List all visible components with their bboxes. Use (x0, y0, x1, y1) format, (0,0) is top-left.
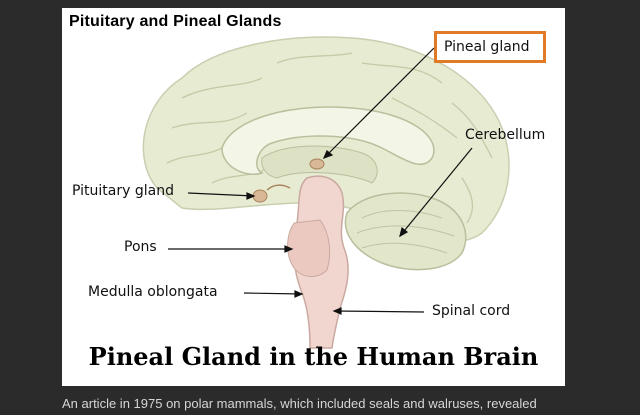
article-text: An article in 1975 on polar mammals, whi… (62, 396, 537, 411)
brain-diagram (142, 36, 510, 349)
pituitary-stalk (266, 184, 291, 191)
label-pons: Pons (124, 239, 157, 255)
label-spinal-cord: Spinal cord (432, 303, 511, 319)
pineal-gland-highlight-box: Pineal gland (434, 31, 546, 63)
leader-lines (168, 47, 473, 315)
pons-bulge (287, 219, 331, 277)
label-cerebellum: Cerebellum (465, 127, 546, 143)
figure-frame: Pituitary and Pineal Glands Pineal gland… (62, 8, 565, 386)
gyri-lines (166, 52, 493, 224)
label-pituitary-gland: Pituitary gland (72, 183, 174, 199)
label-pineal-gland: Pineal gland (444, 39, 530, 55)
diagram-title: Pituitary and Pineal Glands (69, 13, 282, 30)
diagram-caption: Pineal Gland in the Human Brain (88, 342, 539, 371)
label-medulla-oblongata: Medulla oblongata (88, 284, 218, 300)
pineal-gland-shape (309, 158, 325, 170)
cerebellum-folia (356, 210, 455, 254)
corpus-callosum (221, 106, 435, 175)
